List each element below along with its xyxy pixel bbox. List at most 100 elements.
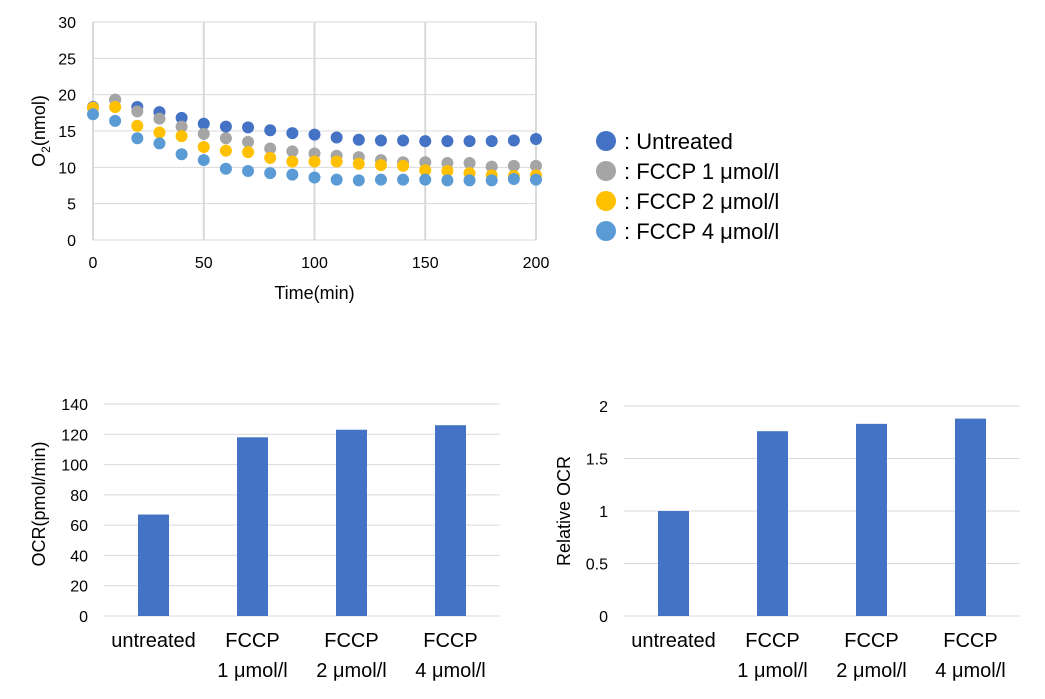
data-point: [175, 148, 188, 161]
bar: [138, 514, 169, 616]
data-point: [397, 159, 410, 172]
data-point: [219, 132, 232, 145]
data-point: [175, 130, 188, 143]
data-point: [530, 132, 542, 145]
data-point: [419, 135, 432, 148]
scatter-legend: : Untreated : FCCP 1 μmol/l : FCCP 2 μmol/…: [596, 129, 779, 244]
category-label: 4 μmol/l: [415, 660, 485, 682]
y-tick-label: 0: [67, 233, 76, 250]
x-axis-title: Time(min): [274, 283, 354, 303]
category-label: FCCP: [943, 630, 997, 652]
data-point: [286, 168, 299, 181]
data-point: [197, 154, 210, 167]
data-point: [485, 160, 498, 173]
data-point: [441, 135, 454, 148]
data-point: [175, 120, 188, 133]
bar: [757, 431, 788, 616]
legend-marker: [596, 221, 616, 241]
data-point: [242, 121, 255, 134]
bar: [435, 425, 466, 616]
y-tick-label: 120: [61, 427, 88, 444]
data-point: [419, 164, 432, 177]
data-point: [264, 151, 277, 164]
y-tick-label: 25: [58, 51, 76, 68]
y-tick-label: 20: [58, 88, 76, 105]
data-point: [419, 173, 432, 186]
legend-label: : Untreated: [624, 129, 733, 154]
legend-label: : FCCP 2 μmol/l: [624, 189, 779, 214]
data-point: [330, 131, 343, 144]
data-point: [530, 159, 542, 172]
data-point: [397, 173, 410, 186]
legend-label: : FCCP 4 μmol/l: [624, 219, 779, 244]
data-point: [219, 120, 232, 133]
category-label: FCCP: [324, 630, 378, 652]
data-point: [219, 144, 232, 157]
data-point: [308, 155, 321, 168]
data-point: [109, 101, 122, 114]
data-point: [131, 105, 144, 118]
data-point: [507, 134, 520, 147]
data-point: [374, 134, 387, 147]
category-label: untreated: [631, 630, 716, 652]
legend-marker: [596, 191, 616, 211]
y-tick-label: 2: [599, 399, 608, 416]
data-point: [308, 128, 321, 141]
x-tick-label: 200: [523, 255, 550, 272]
y-tick-label: 40: [70, 548, 88, 565]
data-point: [352, 174, 365, 187]
y-axis-title: O2(nmol): [29, 95, 53, 167]
data-point: [197, 117, 210, 130]
bar: [336, 429, 367, 616]
legend-label: : FCCP 1 μmol/l: [624, 159, 779, 184]
data-point: [507, 172, 520, 185]
data-point: [286, 127, 299, 140]
data-point: [264, 124, 277, 137]
x-tick-label: 50: [195, 255, 213, 272]
data-point: [264, 167, 277, 180]
category-label: FCCP: [225, 630, 279, 652]
category-label: 4 μmol/l: [935, 660, 1005, 682]
data-point: [87, 108, 99, 121]
data-point: [374, 173, 387, 186]
data-point: [441, 174, 454, 187]
data-point: [131, 119, 144, 132]
y-tick-label: 0.5: [586, 557, 608, 574]
data-point: [109, 114, 122, 127]
y-tick-label: 5: [67, 197, 76, 214]
data-point: [197, 140, 210, 153]
data-point: [242, 164, 255, 177]
y-tick-label: 1: [599, 504, 608, 521]
data-point: [397, 134, 410, 147]
data-point: [153, 126, 166, 139]
y-tick-label: 20: [70, 579, 88, 596]
bar: [237, 437, 268, 616]
category-label: FCCP: [423, 630, 477, 652]
data-point: [308, 171, 321, 184]
category-label: 1 μmol/l: [737, 660, 807, 682]
bar: [658, 511, 689, 616]
data-point: [463, 174, 476, 187]
category-label: FCCP: [844, 630, 898, 652]
category-label: 1 μmol/l: [217, 660, 287, 682]
data-point: [330, 155, 343, 168]
series-4: [87, 108, 542, 187]
y-tick-label: 80: [70, 488, 88, 505]
bar: [856, 423, 887, 616]
y-tick-label: 100: [61, 458, 88, 475]
y-tick-label: 0: [79, 609, 88, 626]
category-label: FCCP: [745, 630, 799, 652]
data-point: [441, 164, 454, 177]
category-label: 2 μmol/l: [836, 660, 906, 682]
y-tick-label: 30: [58, 15, 76, 32]
category-label: 2 μmol/l: [316, 660, 386, 682]
y-axis-title: OCR(pmol/min): [29, 441, 49, 566]
x-tick-label: 100: [301, 255, 328, 272]
y-tick-label: 10: [58, 160, 76, 177]
data-point: [286, 145, 299, 158]
data-point: [242, 135, 255, 148]
category-label: untreated: [111, 630, 196, 652]
legend-marker: [596, 161, 616, 181]
